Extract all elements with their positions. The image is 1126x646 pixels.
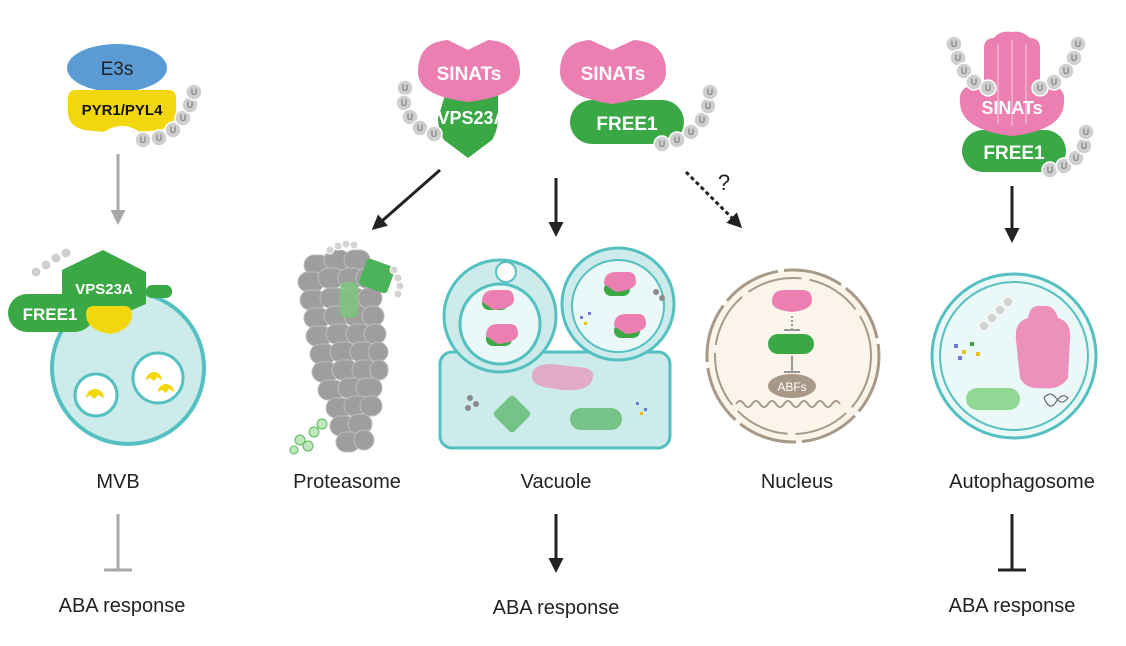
free1-mvb-shape bbox=[8, 294, 94, 332]
uncertain-route-mark: ? bbox=[718, 170, 730, 195]
nucleus-sinats-shape bbox=[772, 290, 812, 312]
mvb-compartment: VPS23A FREE1 bbox=[8, 250, 206, 446]
svg-text:U: U bbox=[156, 133, 163, 143]
svg-text:U: U bbox=[1037, 83, 1044, 93]
pyr-shape bbox=[68, 90, 176, 132]
free1-right-shape bbox=[962, 130, 1066, 172]
inhibition-right bbox=[998, 514, 1026, 572]
sinats-free1-complex: FREE1 SINATs bbox=[560, 40, 684, 144]
svg-text:U: U bbox=[191, 87, 198, 97]
ubiquitin-chain-oligomer-left bbox=[945, 35, 997, 97]
ubiquitin-chain-mvb bbox=[30, 247, 72, 278]
svg-text:U: U bbox=[180, 113, 187, 123]
ubiquitin-labels-oligomer-left: U U U U U bbox=[951, 39, 992, 93]
nucleus-compartment: ABFs bbox=[705, 268, 881, 444]
vps23a-top-shape bbox=[438, 92, 498, 158]
autophagosome-sinats-cargo bbox=[1015, 305, 1071, 389]
proteasome-label: Proteasome bbox=[293, 471, 401, 493]
aba-response-left: ABA response bbox=[59, 595, 186, 617]
inhibition-left bbox=[104, 514, 132, 572]
aba-response-right: ABA response bbox=[949, 595, 1076, 617]
svg-text:U: U bbox=[955, 53, 962, 63]
ubiquitin-labels-free1: U U U U U U bbox=[659, 87, 714, 149]
svg-text:U: U bbox=[951, 39, 958, 49]
nucleus-free1-shape bbox=[768, 334, 814, 354]
e3s-label: E3s bbox=[101, 59, 134, 80]
sinats-2-label: SINATs bbox=[581, 64, 646, 85]
mvb-label: MVB bbox=[96, 471, 139, 493]
mvb-vesicle-2 bbox=[131, 351, 185, 405]
sinats-1-label: SINATs bbox=[437, 64, 502, 85]
svg-text:U: U bbox=[402, 83, 409, 93]
svg-text:U: U bbox=[985, 83, 992, 93]
svg-text:U: U bbox=[961, 66, 968, 76]
autophagosome-compartment bbox=[930, 272, 1098, 440]
svg-text:U: U bbox=[187, 100, 194, 110]
svg-text:U: U bbox=[170, 125, 177, 135]
svg-text:U: U bbox=[971, 77, 978, 87]
ubiquitin-chain-pyr bbox=[134, 83, 203, 149]
vacuole-cargo bbox=[465, 272, 665, 433]
autophagosome-free1-cargo bbox=[966, 388, 1020, 410]
ubiquitin-labels-vps23a: U U U U U bbox=[401, 83, 438, 139]
abfs-shape bbox=[768, 374, 816, 398]
autophagosome-outer-membrane bbox=[930, 272, 1098, 440]
svg-text:U: U bbox=[674, 135, 681, 145]
svg-text:U: U bbox=[1063, 66, 1070, 76]
svg-text:U: U bbox=[140, 135, 147, 145]
e3s-shape bbox=[67, 44, 167, 92]
svg-text:U: U bbox=[1075, 39, 1082, 49]
svg-text:U: U bbox=[1081, 141, 1088, 151]
svg-text:U: U bbox=[1083, 127, 1090, 137]
aba-response-center: ABA response bbox=[493, 597, 620, 619]
sinats-3-label: SINATs bbox=[981, 98, 1042, 118]
svg-text:U: U bbox=[407, 112, 414, 122]
svg-text:U: U bbox=[688, 127, 695, 137]
pyr-label: PYR1/PYL4 bbox=[82, 102, 164, 119]
ubiquitin-chain-proteasome bbox=[325, 239, 405, 299]
ubiquitin-chain-free1 bbox=[653, 83, 719, 153]
ubiquitin-chain-vps23a bbox=[395, 79, 443, 143]
svg-text:U: U bbox=[699, 115, 706, 125]
sinats-vps23a-complex: VPS23A SINATs bbox=[418, 40, 520, 158]
svg-text:U: U bbox=[1047, 165, 1054, 175]
free1-right-label: FREE1 bbox=[983, 143, 1045, 164]
e3s-pyr-complex: E3s PYR1/PYL4 bbox=[67, 44, 176, 132]
free1-top-shape bbox=[570, 100, 684, 144]
vps23a-top-label: VPS23A bbox=[437, 108, 506, 128]
abfs-label: ABFs bbox=[777, 380, 806, 394]
svg-text:U: U bbox=[659, 139, 666, 149]
ubiquitin-chain-oligomer-right bbox=[1031, 35, 1095, 179]
svg-text:U: U bbox=[1073, 153, 1080, 163]
free1-mvb-label: FREE1 bbox=[23, 305, 78, 324]
arrow-to-nucleus bbox=[684, 170, 743, 229]
vps23a-mvb-label: VPS23A bbox=[75, 281, 133, 298]
vacuole-label: Vacuole bbox=[521, 471, 592, 493]
svg-text:U: U bbox=[1061, 161, 1068, 171]
nucleus-label: Nucleus bbox=[761, 471, 833, 493]
svg-text:U: U bbox=[1051, 77, 1058, 87]
peptide-fragments bbox=[289, 418, 328, 455]
pyr-mvb-shape bbox=[86, 306, 132, 334]
dna-strand bbox=[735, 400, 841, 408]
sinats-free1-oligomer: FREE1 SINATs bbox=[959, 31, 1066, 172]
proteasome-substrate bbox=[340, 258, 395, 318]
svg-text:U: U bbox=[401, 98, 408, 108]
svg-text:U: U bbox=[705, 101, 712, 111]
sinats-1-shape bbox=[418, 40, 520, 102]
autophagosome-label: Autophagosome bbox=[949, 471, 1095, 493]
svg-text:U: U bbox=[431, 129, 438, 139]
svg-text:U: U bbox=[417, 123, 424, 133]
sinats-2-shape bbox=[560, 40, 666, 104]
vacuole-compartment bbox=[438, 246, 676, 450]
free1-top-label: FREE1 bbox=[596, 114, 658, 135]
svg-text:U: U bbox=[707, 87, 714, 97]
arrow-to-proteasome bbox=[371, 168, 441, 230]
ubiquitin-labels-oligomer-right: U U U U U U U U U U bbox=[1037, 39, 1090, 175]
autophagosome-inner-membrane bbox=[939, 281, 1089, 431]
svg-text:U: U bbox=[1071, 53, 1078, 63]
ubiquitin-labels-pyr: U U U U U U bbox=[140, 87, 198, 145]
